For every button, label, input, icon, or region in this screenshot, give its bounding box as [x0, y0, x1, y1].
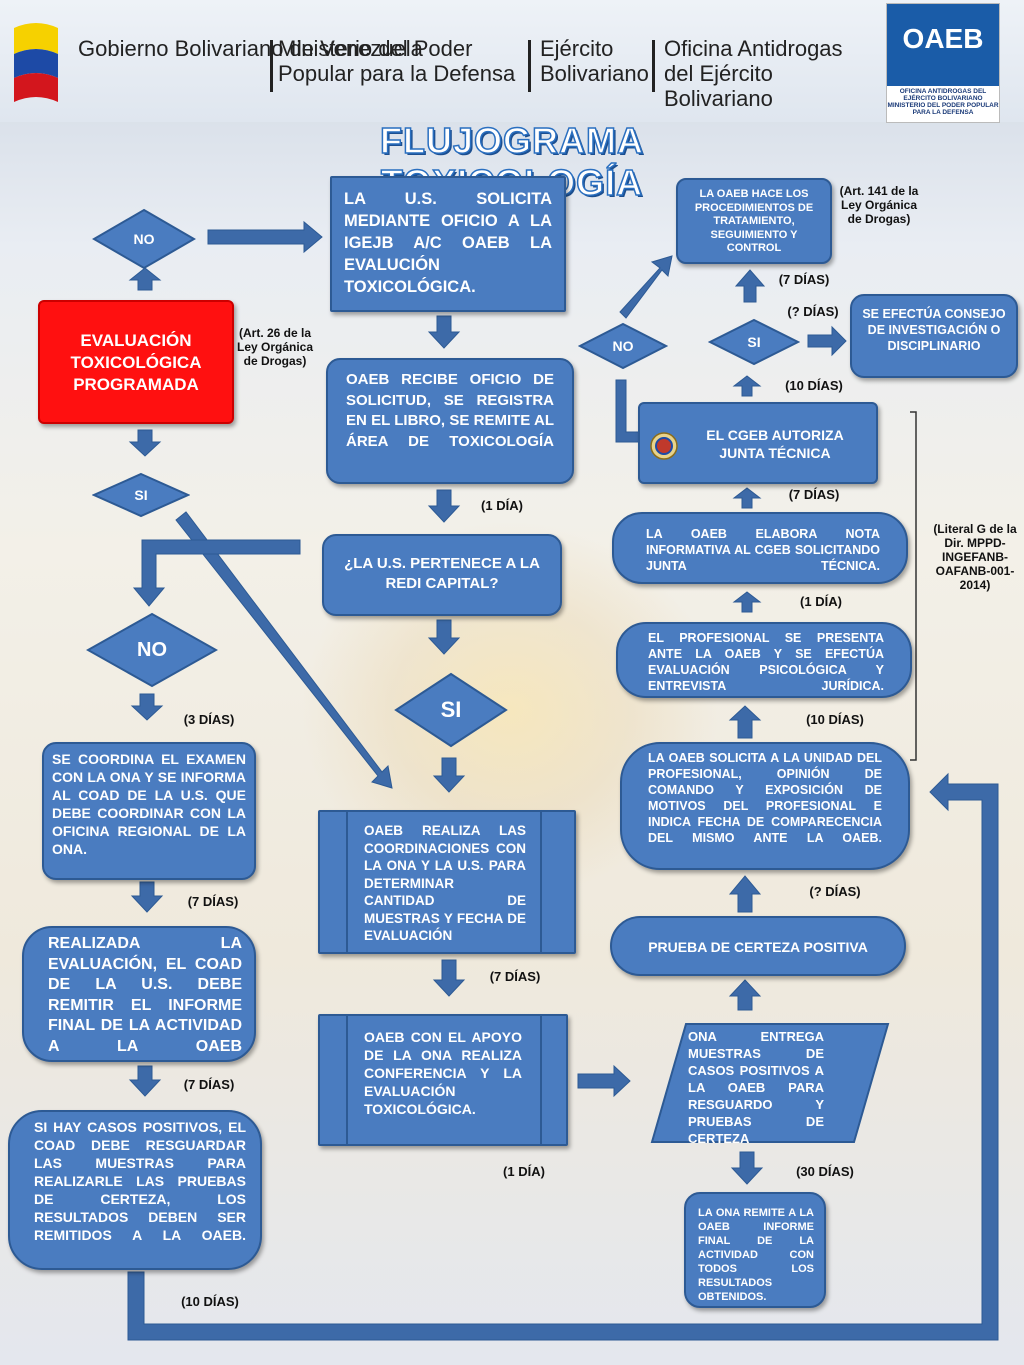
arrow-right	[807, 325, 847, 357]
ejercito-text: Ejército Bolivariano	[540, 36, 649, 86]
decision-si-left: SI	[91, 472, 191, 518]
arrow-up	[728, 979, 762, 1011]
arrow-down	[130, 881, 164, 913]
decision-si-right-label: SI	[747, 334, 761, 350]
duration-label: (10 DÍAS)	[181, 1294, 239, 1309]
oaeb-logo: OAEB OFICINA ANTIDROGAS DEL EJÉRCITO BOL…	[886, 3, 1000, 123]
logo-subtitle: OFICINA ANTIDROGAS DEL EJÉRCITO BOLIVARI…	[887, 88, 999, 116]
process-bar	[540, 1016, 542, 1144]
pertenece-redi-box: ¿LA U.S. PERTENECE A LA REDI CAPITAL?	[322, 534, 562, 616]
logo-subtitle-line2: MINISTERIO DEL PODER POPULAR PARA LA DEF…	[887, 102, 999, 116]
arrow-down	[128, 429, 162, 457]
art26-note: (Art. 26 de la Ley Orgánica de Drogas)	[236, 326, 314, 368]
duration-label: (7 DÍAS)	[489, 969, 541, 984]
arrow-diagonal	[175, 511, 393, 789]
conferencia-box: OAEB CON EL APOYO DE LA ONA REALIZA CONF…	[318, 1014, 568, 1146]
arrow-right	[207, 220, 323, 254]
arrow-up	[128, 267, 162, 291]
venezuela-flag-icon	[14, 23, 58, 102]
arrow-down	[427, 315, 461, 349]
decision-no-left: NO	[85, 612, 219, 688]
oaeb-recibe-box: OAEB RECIBE OFICIO DE SOLICITUD, SE REGI…	[326, 358, 574, 484]
arrow-down	[432, 959, 466, 997]
cgeb-emblem-icon	[650, 432, 678, 460]
return-loop	[127, 772, 999, 1341]
header: Gobierno Bolivariano de Venezuela Minist…	[0, 0, 1024, 123]
arrow-up	[728, 875, 762, 913]
ona-entrega-text: ONA ENTREGA MUESTRAS DE CASOS POSITIVOS …	[688, 1029, 824, 1146]
ona-remite-box: LA ONA REMITE A LA OAEB INFORME FINAL DE…	[684, 1192, 826, 1308]
decision-no-top-label: NO	[133, 231, 155, 247]
casos-positivos-box: SI HAY CASOS POSITIVOS, EL COAD DEBE RES…	[8, 1110, 262, 1270]
process-bar	[540, 812, 542, 952]
decision-si-right: SI	[707, 318, 801, 366]
oficina-text: Oficina Antidrogas del Ejército Bolivari…	[664, 36, 843, 111]
arrow-elbow	[132, 539, 301, 607]
duration-label: (7 DÍAS)	[788, 487, 840, 502]
header-separator	[652, 40, 655, 92]
prueba-certeza-box: PRUEBA DE CERTEZA POSITIVA	[610, 916, 906, 976]
decision-si-left-label: SI	[134, 487, 148, 503]
bracket	[910, 411, 917, 761]
arrow-diagonal	[619, 255, 673, 319]
coordina-ona-box: SE COORDINA EL EXAMEN CON LA ONA Y SE IN…	[42, 742, 256, 880]
us-solicita-box: LA U.S. SOLICITA MEDIANTE OFICIO A LA IG…	[330, 176, 566, 312]
process-bar	[346, 812, 348, 952]
duration-label: (1 DÍA)	[481, 498, 523, 513]
realiza-coordinaciones-box: OAEB REALIZA LAS COORDINACIONES CON LA O…	[318, 810, 576, 954]
decision-si-center-label: SI	[440, 697, 462, 722]
duration-label: (10 DÍAS)	[806, 712, 864, 727]
duration-label: (? DÍAS)	[787, 304, 839, 319]
arrow-up	[734, 269, 766, 303]
decision-no-right-label: NO	[612, 338, 634, 354]
duration-label: (10 DÍAS)	[785, 378, 843, 393]
header-separator	[528, 40, 531, 92]
realizada-evaluacion-box: REALIZADA LA EVALUACIÓN, EL COAD DE LA U…	[22, 926, 256, 1062]
arrow-down	[432, 757, 466, 793]
decision-si-center: SI	[394, 672, 508, 748]
decision-no-right: NO	[577, 322, 669, 370]
evaluacion-programada-box: EVALUACIÓN TOXICOLÓGICA PROGRAMADA	[38, 300, 234, 424]
arrow-down	[730, 1151, 764, 1185]
ministerio-text: Ministerio del Poder Popular para la Def…	[278, 36, 516, 86]
duration-label: (? DÍAS)	[809, 884, 861, 899]
tratamiento-box: LA OAEB HACE LOS PROCEDIMIENTOS DE TRATA…	[676, 178, 832, 264]
literal-note: (Literal G de la Dir. MPPD-INGEFANB-OAFA…	[933, 522, 1017, 592]
decision-no-left-label: NO	[137, 638, 167, 661]
decision-no-top: NO	[92, 208, 196, 270]
logo-subtitle-line1: OFICINA ANTIDROGAS DEL EJÉRCITO BOLIVARI…	[899, 88, 987, 102]
solicita-unidad-box: LA OAEB SOLICITA A LA UNIDAD DEL PROFESI…	[620, 742, 910, 870]
header-separator	[270, 40, 273, 92]
duration-label: (7 DÍAS)	[187, 894, 239, 909]
duration-label: (7 DÍAS)	[183, 1077, 235, 1092]
arrow-up	[728, 705, 762, 739]
duration-label: (3 DÍAS)	[183, 712, 235, 727]
consejo-box: SE EFECTÚA CONSEJO DE INVESTIGACIÓN O DI…	[850, 294, 1018, 378]
cgeb-autoriza-text: EL CGEB AUTORIZA JUNTA TÉCNICA	[706, 427, 844, 461]
cgeb-autoriza-box: EL CGEB AUTORIZA JUNTA TÉCNICA	[638, 402, 878, 484]
arrow-down	[427, 489, 461, 523]
arrow-down	[128, 1065, 162, 1097]
duration-label: (30 DÍAS)	[796, 1164, 854, 1179]
duration-label: (1 DÍA)	[503, 1164, 545, 1179]
duration-label: (1 DÍA)	[800, 594, 842, 609]
logo-text: OAEB	[887, 4, 999, 86]
profesional-box: EL PROFESIONAL SE PRESENTA ANTE LA OAEB …	[616, 622, 912, 698]
arrow-right	[577, 1064, 631, 1098]
ona-entrega-data-shape	[650, 1022, 890, 1144]
arrow-up	[732, 487, 762, 509]
duration-label: (7 DÍAS)	[778, 272, 830, 287]
art141-note: (Art. 141 de la Ley Orgánica de Drogas)	[839, 184, 919, 226]
arrow-up	[732, 375, 762, 397]
arrow-up	[732, 591, 762, 613]
arrow-down	[130, 693, 164, 721]
process-bar	[346, 1016, 348, 1144]
gobierno-text: Gobierno Bolivariano de Venezuela	[78, 36, 423, 61]
nota-informativa-box: LA OAEB ELABORA NOTA INFORMATIVA AL CGEB…	[612, 512, 908, 584]
arrow-down	[427, 619, 461, 655]
